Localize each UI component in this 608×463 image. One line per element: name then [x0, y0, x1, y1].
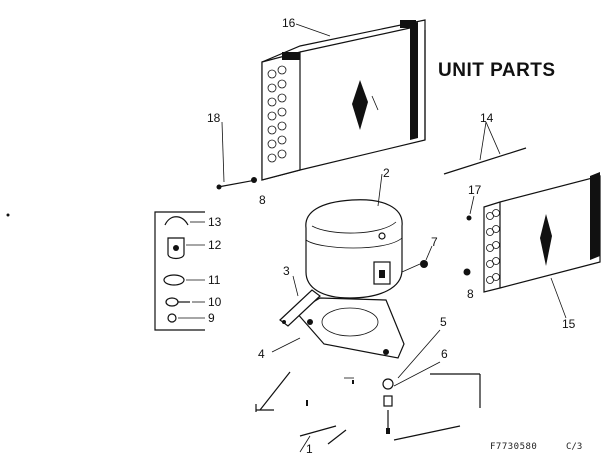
callout-12: 12: [208, 238, 222, 252]
callout-10: 10: [208, 295, 222, 309]
base-plate: [271, 297, 405, 359]
screw-part-18: [216, 121, 257, 190]
callout-labels: 1 2 3 4 5 6 7 8 8 9 10 11 12 13 14 15 16…: [207, 16, 576, 456]
callout-16: 16: [282, 16, 296, 30]
callout-9: 9: [208, 311, 215, 325]
callout-17: 17: [468, 183, 482, 197]
callout-3: 3: [283, 264, 290, 278]
compressor: [305, 173, 433, 299]
callout-11: 11: [208, 273, 221, 287]
catalog-number: F7730580: [490, 442, 538, 452]
callout-6: 6: [441, 347, 448, 361]
capillary-tube: [443, 121, 527, 175]
callout-7: 7: [431, 235, 438, 249]
evaporator-coil: [463, 172, 601, 319]
callout-18: 18: [207, 111, 221, 125]
parts-kit-box: [154, 211, 205, 331]
mount-bracket: [279, 275, 321, 327]
sheet-number: C/3: [566, 442, 583, 452]
callout-13: 13: [208, 215, 222, 229]
base-pan: [255, 371, 481, 453]
callout-8-right: 8: [467, 287, 474, 301]
callout-5: 5: [440, 315, 447, 329]
mount-hardware: [382, 329, 441, 434]
diagram-title: UNIT PARTS: [438, 60, 556, 81]
condenser-coil: [261, 19, 426, 181]
callout-4: 4: [258, 347, 265, 361]
callout-8-top: 8: [259, 193, 266, 207]
callout-15: 15: [562, 317, 576, 331]
callout-2: 2: [383, 166, 390, 180]
callout-14: 14: [480, 111, 494, 125]
callout-1: 1: [306, 442, 313, 456]
